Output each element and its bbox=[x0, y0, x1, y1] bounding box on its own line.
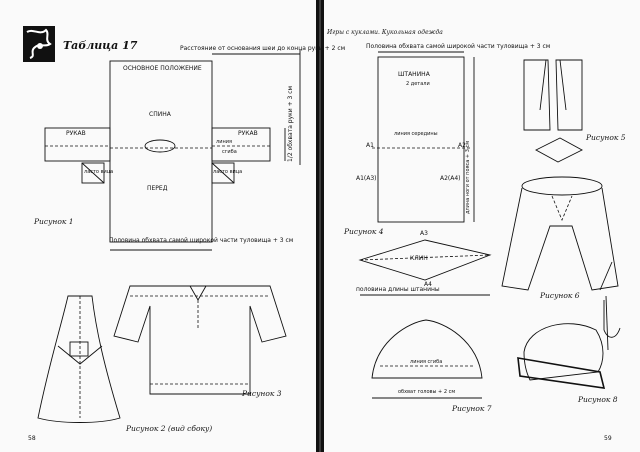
fig4-two-pieces: 2 детали bbox=[406, 81, 430, 87]
fig3-shirt bbox=[113, 285, 287, 395]
fig4-caption: Рисунок 4 bbox=[344, 227, 384, 236]
right-running-title: Игры с куклами. Кукольная одежда bbox=[327, 29, 443, 36]
fig1-fold: сгиба bbox=[222, 149, 237, 155]
fig4-top-measure: Половина обхвата самой широкой части тул… bbox=[366, 43, 551, 50]
fig4-a1: А1 bbox=[366, 142, 374, 149]
fig7-caption: Рисунок 7 bbox=[452, 404, 492, 413]
fig4-trousers: ШТАНИНА bbox=[398, 71, 430, 78]
fig4-a1a3: А1(А3) bbox=[356, 175, 377, 182]
fig1-dist-label: Расстояние от основания шеи до конца рук… bbox=[180, 45, 346, 52]
fig5-legs bbox=[523, 59, 583, 163]
fig7-head-girth: обхват головы + 2 см bbox=[398, 389, 456, 395]
fig4-pattern bbox=[358, 51, 492, 296]
left-page-number: 58 bbox=[28, 435, 36, 442]
book-spine bbox=[316, 0, 324, 452]
fig5-caption: Рисунок 5 bbox=[586, 133, 626, 142]
ornament-icon bbox=[23, 26, 55, 62]
fig4-a3: А3 bbox=[420, 230, 428, 237]
fig1-line: линия bbox=[216, 139, 232, 145]
fig6-caption: Рисунок 6 bbox=[540, 291, 580, 300]
fig7-fold-line: линия сгиба bbox=[410, 359, 443, 365]
left-page bbox=[0, 0, 316, 452]
fig1-gusset-right: ласто вица bbox=[213, 169, 243, 175]
fig1-gusset-left: ласто вица bbox=[84, 169, 114, 175]
fig4-a4: А4 bbox=[424, 281, 432, 288]
fig1-sleeve-left: РУКАВ bbox=[66, 130, 86, 137]
fig4-side-measure: длина ноги от пояса + 3 см bbox=[465, 141, 471, 214]
fig1-base-position: ОСНОВНОЕ ПОЛОЖЕНИЕ bbox=[123, 65, 202, 72]
fig4-bottom-measure: половина длины штанины bbox=[356, 286, 440, 293]
fig1-bottom-measure: Половина обхвата самой широкой части тул… bbox=[109, 237, 294, 244]
fig7-cap bbox=[371, 319, 483, 399]
fig1-back: СПИНА bbox=[149, 111, 171, 118]
fig1-pattern bbox=[44, 50, 301, 251]
fig4-a2: А2 bbox=[458, 142, 466, 149]
fig4-middle-line: линия середины bbox=[394, 131, 438, 137]
fig2-dress bbox=[37, 295, 121, 423]
fig6-trousers bbox=[501, 176, 619, 291]
fig1-caption: Рисунок 1 bbox=[34, 217, 74, 226]
fig1-sleeve-right: РУКАВ bbox=[238, 130, 258, 137]
fig2-caption: Рисунок 2 (вид сбоку) bbox=[126, 424, 213, 433]
fig4-wedge: КЛИН bbox=[410, 255, 428, 262]
table-title: Таблица 17 bbox=[63, 39, 138, 52]
fig4-a2a4: А2(А4) bbox=[440, 175, 461, 182]
fig1-front: ПЕРЕД bbox=[147, 185, 168, 192]
fig8-caption: Рисунок 8 bbox=[578, 395, 618, 404]
fig3-caption: Рисунок 3 bbox=[242, 389, 282, 398]
fig8-cap bbox=[517, 295, 621, 389]
right-page-number: 59 bbox=[604, 435, 612, 442]
